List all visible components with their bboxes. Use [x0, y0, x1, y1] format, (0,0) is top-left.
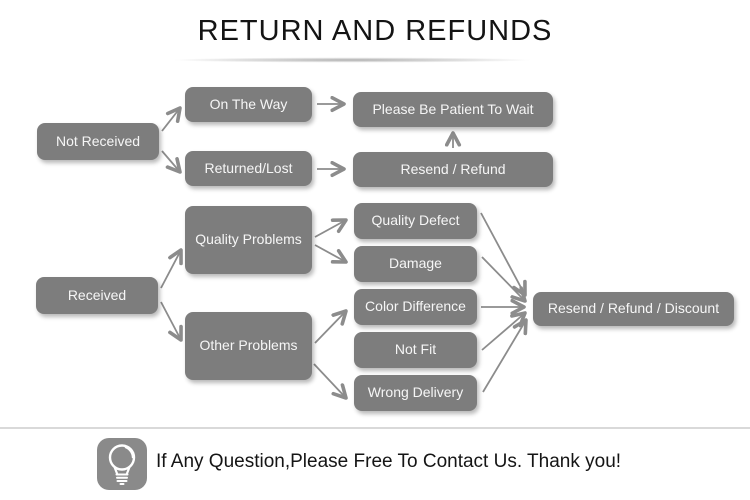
- node-on-the-way: On The Way: [185, 87, 312, 122]
- node-returned-lost: Returned/Lost: [185, 151, 312, 186]
- footer-message: If Any Question,Please Free To Contact U…: [156, 451, 622, 472]
- footer-divider: [0, 427, 750, 429]
- title-underline: [148, 57, 556, 63]
- node-resend-refund-discount: Resend / Refund / Discount: [533, 292, 734, 326]
- node-damage: Damage: [354, 246, 477, 282]
- node-received: Received: [36, 277, 158, 314]
- node-other-problems: Other Problems: [185, 312, 312, 380]
- node-please-wait: Please Be Patient To Wait: [353, 92, 553, 127]
- node-quality-problems: Quality Problems: [185, 206, 312, 274]
- node-resend-refund: Resend / Refund: [353, 152, 553, 187]
- lightbulb-icon: [97, 438, 147, 490]
- node-not-fit: Not Fit: [354, 332, 477, 368]
- node-not-received: Not Received: [37, 123, 159, 160]
- node-quality-defect: Quality Defect: [354, 203, 477, 239]
- page-title: RETURN AND REFUNDS: [197, 15, 553, 47]
- node-wrong-delivery: Wrong Delivery: [354, 375, 477, 411]
- node-color-difference: Color Difference: [354, 289, 477, 325]
